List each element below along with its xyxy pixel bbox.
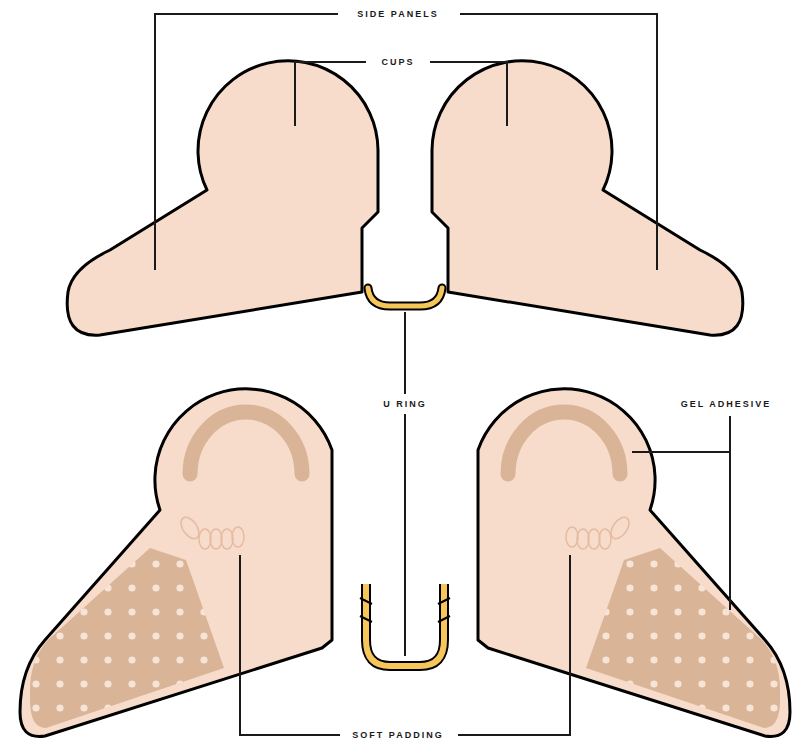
part-label: CUPS	[376, 56, 419, 68]
bottom-right-piece	[478, 389, 790, 737]
leader-lines	[155, 14, 730, 735]
part-label: GEL ADHESIVE	[676, 398, 777, 410]
bottom-left-piece	[20, 389, 332, 737]
top-right-piece	[432, 61, 743, 335]
part-label: U RING	[378, 398, 432, 410]
top-u-ring	[368, 288, 442, 306]
part-label: SOFT PADDING	[347, 729, 448, 741]
top-left-piece	[67, 61, 378, 335]
part-label: SIDE PANELS	[352, 8, 443, 20]
